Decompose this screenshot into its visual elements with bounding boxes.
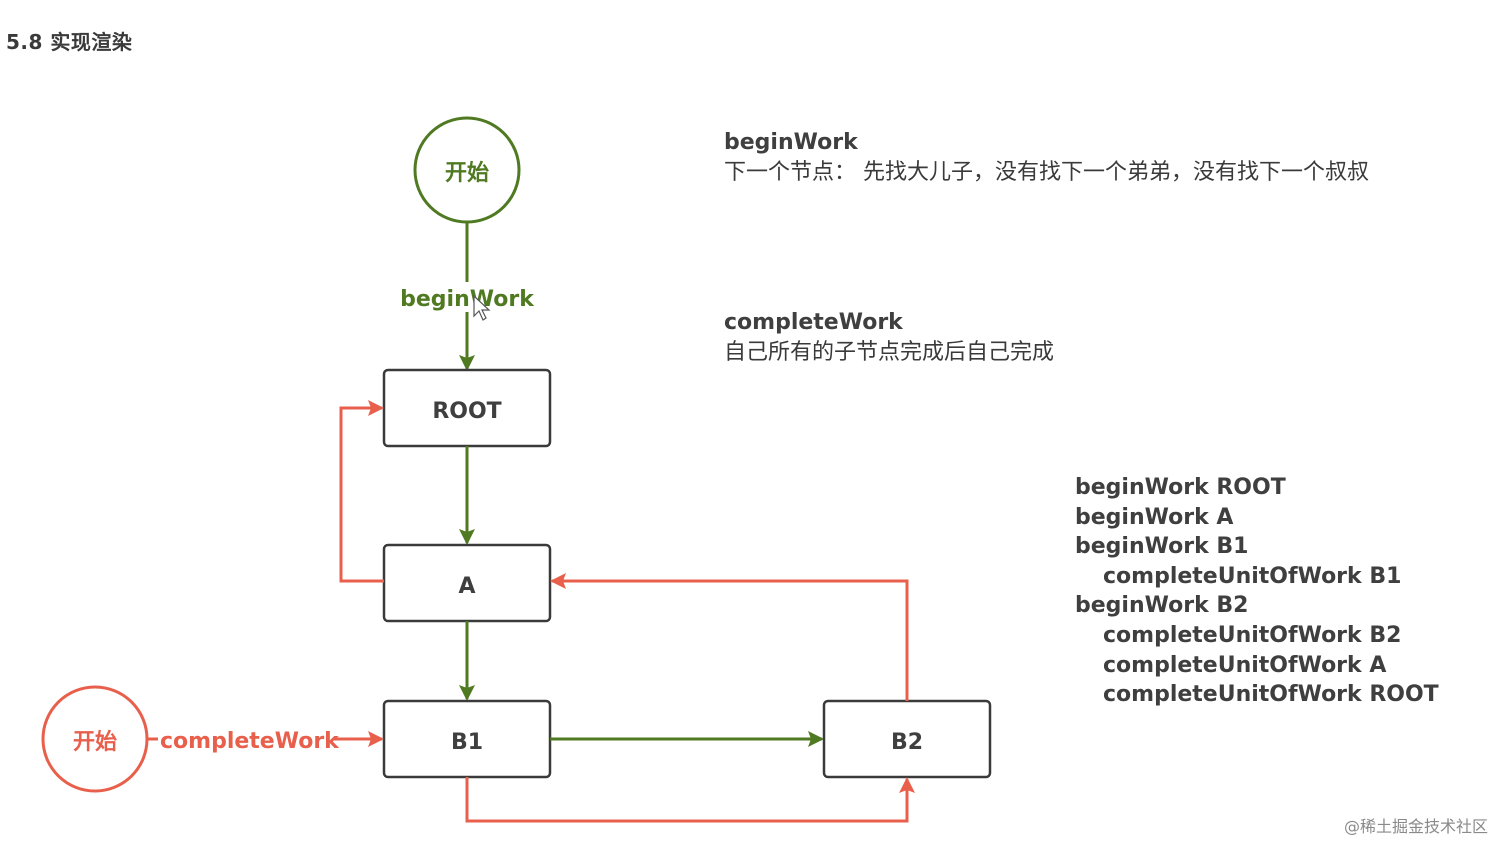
start-node-left: 开始 <box>41 685 149 793</box>
complete-work-edge-label: completeWork <box>160 729 340 754</box>
start-node-top-label: 开始 <box>445 160 489 186</box>
edge-a-complete-to-root <box>339 400 384 583</box>
watermark: @稀土掘金技术社区 <box>1343 817 1488 836</box>
start-node-top: 开始 <box>413 116 521 224</box>
order-item: completeUnitOfWork B2 <box>1103 622 1402 648</box>
node-a-label: A <box>458 574 475 599</box>
order-item: completeUnitOfWork ROOT <box>1103 682 1439 708</box>
node-root: ROOT <box>382 368 552 448</box>
begin-work-note-title: beginWork <box>724 130 858 155</box>
order-item: beginWork A <box>1075 504 1234 530</box>
begin-work-note: beginWork 下一个节点： 先找大儿子，没有找下一个弟弟，没有找下一个叔叔 <box>724 128 1369 188</box>
edge-b1-complete-to-b2 <box>465 777 915 823</box>
node-root-label: ROOT <box>432 399 501 424</box>
execution-order-list: beginWork ROOT beginWork A beginWork B1 … <box>1075 473 1439 710</box>
start-node-left-label: 开始 <box>73 729 117 755</box>
node-b1: B1 <box>382 699 552 779</box>
order-item: completeUnitOfWork A <box>1103 652 1387 678</box>
complete-work-note: completeWork 自己所有的子节点完成后自己完成 <box>724 308 1054 368</box>
complete-work-note-desc: 自己所有的子节点完成后自己完成 <box>724 340 1055 365</box>
complete-work-note-title: completeWork <box>724 310 903 335</box>
edge-b2-complete-to-a <box>550 573 909 701</box>
node-b2: B2 <box>822 699 992 779</box>
mouse-cursor-icon <box>473 294 491 321</box>
order-item: beginWork B1 <box>1075 534 1249 560</box>
order-item: completeUnitOfWork B1 <box>1103 563 1402 589</box>
begin-work-note-desc: 下一个节点： 先找大儿子，没有找下一个弟弟，没有找下一个叔叔 <box>724 160 1369 185</box>
section-title: 5.8 实现渲染 <box>6 30 133 54</box>
node-a: A <box>382 543 552 623</box>
node-b2-label: B2 <box>891 730 923 755</box>
order-item: beginWork B2 <box>1075 593 1249 619</box>
order-item: beginWork ROOT <box>1075 475 1286 500</box>
node-b1-label: B1 <box>451 730 483 755</box>
begin-work-edge-label: beginWork <box>400 287 535 312</box>
